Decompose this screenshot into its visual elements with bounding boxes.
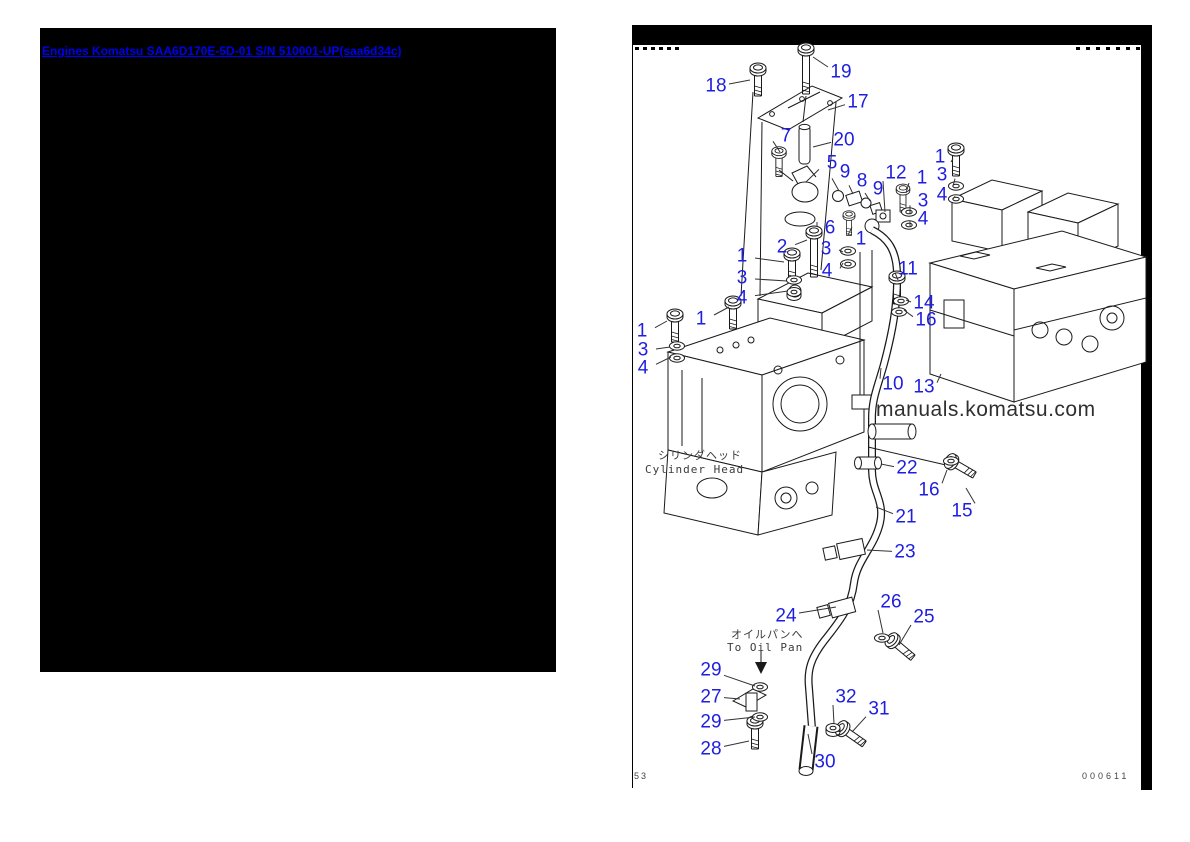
callout-1: 1 — [695, 308, 707, 330]
callout-24: 24 — [775, 605, 797, 627]
callout-1: 1 — [934, 146, 946, 168]
to-oil-pan-label-jp: オイルパンへ — [731, 628, 804, 641]
callout-6: 6 — [824, 217, 836, 239]
callout-16: 16 — [918, 479, 940, 501]
callout-9: 9 — [872, 178, 884, 200]
callout-28: 28 — [700, 738, 722, 760]
callout-30: 30 — [814, 751, 836, 773]
callout-19: 19 — [830, 61, 852, 83]
callout-22: 22 — [896, 457, 918, 479]
callout-32: 32 — [835, 686, 857, 708]
fasteners — [666, 42, 980, 751]
callout-3: 3 — [637, 339, 649, 361]
tick-mark — [667, 47, 671, 50]
callout-10: 10 — [882, 373, 904, 395]
leader-lines — [654, 56, 976, 755]
callout-1: 1 — [736, 245, 748, 267]
to-oil-pan-label-en: To Oil Pan — [727, 641, 804, 654]
cylinder-head-label-jp: シリンダヘッド — [658, 449, 742, 462]
engine-model-link[interactable]: Engines Komatsu SAA6D170E-5D-01 S/N 5100… — [42, 44, 402, 58]
oil-pipe — [731, 218, 947, 776]
figure-code: 000611 — [1082, 771, 1130, 781]
callout-23: 23 — [894, 541, 916, 563]
tick-mark — [1096, 47, 1100, 50]
callout-13: 13 — [913, 376, 935, 398]
callout-7: 7 — [780, 125, 792, 147]
tick-mark — [1086, 47, 1090, 50]
tick-mark — [1126, 47, 1130, 50]
callout-29: 29 — [700, 659, 722, 681]
tick-mark — [1076, 47, 1080, 50]
callout-3: 3 — [917, 190, 929, 212]
callout-16: 16 — [915, 309, 937, 331]
callout-11: 11 — [898, 258, 918, 280]
callout-3: 3 — [936, 164, 948, 186]
callout-3: 3 — [820, 238, 832, 260]
callout-27: 27 — [700, 686, 722, 708]
callout-15: 15 — [951, 500, 973, 522]
callout-3: 3 — [736, 267, 748, 289]
callout-21: 21 — [895, 506, 917, 528]
tick-mark — [635, 47, 639, 50]
tick-mark — [1116, 47, 1120, 50]
callout-5: 5 — [826, 152, 838, 174]
callout-1: 1 — [916, 167, 928, 189]
tick-mark — [643, 47, 647, 50]
callout-1: 1 — [636, 320, 648, 342]
callout-12: 12 — [885, 162, 907, 184]
tick-mark — [659, 47, 663, 50]
blacked-out-panel — [40, 28, 556, 672]
callout-1: 1 — [855, 228, 867, 250]
page-top-bar — [632, 25, 1144, 45]
callout-8: 8 — [856, 170, 868, 192]
tick-mark — [651, 47, 655, 50]
callout-14: 14 — [913, 292, 935, 314]
callout-26: 26 — [880, 591, 902, 613]
callout-2: 2 — [776, 236, 788, 258]
tick-mark — [675, 47, 679, 50]
callout-4: 4 — [637, 357, 649, 379]
page-number: 53 — [634, 771, 649, 781]
engine-art — [663, 85, 1148, 536]
callout-9: 9 — [839, 161, 851, 183]
tick-mark — [1136, 47, 1140, 50]
callout-4: 4 — [736, 287, 748, 309]
page-right-bar — [1141, 25, 1152, 790]
page-left-border — [632, 45, 633, 788]
callout-4: 4 — [936, 184, 948, 206]
watermark: manuals.komatsu.com — [876, 398, 1096, 421]
callout-17: 17 — [847, 91, 869, 113]
callout-4: 4 — [917, 208, 929, 230]
callout-25: 25 — [913, 606, 935, 628]
callout-4: 4 — [821, 260, 833, 282]
callout-20: 20 — [833, 129, 855, 151]
callout-29: 29 — [700, 711, 722, 733]
callout-18: 18 — [705, 75, 727, 97]
cylinder-head-label-en: Cylinder Head — [645, 463, 745, 476]
tick-mark — [1106, 47, 1110, 50]
callout-31: 31 — [868, 698, 890, 720]
